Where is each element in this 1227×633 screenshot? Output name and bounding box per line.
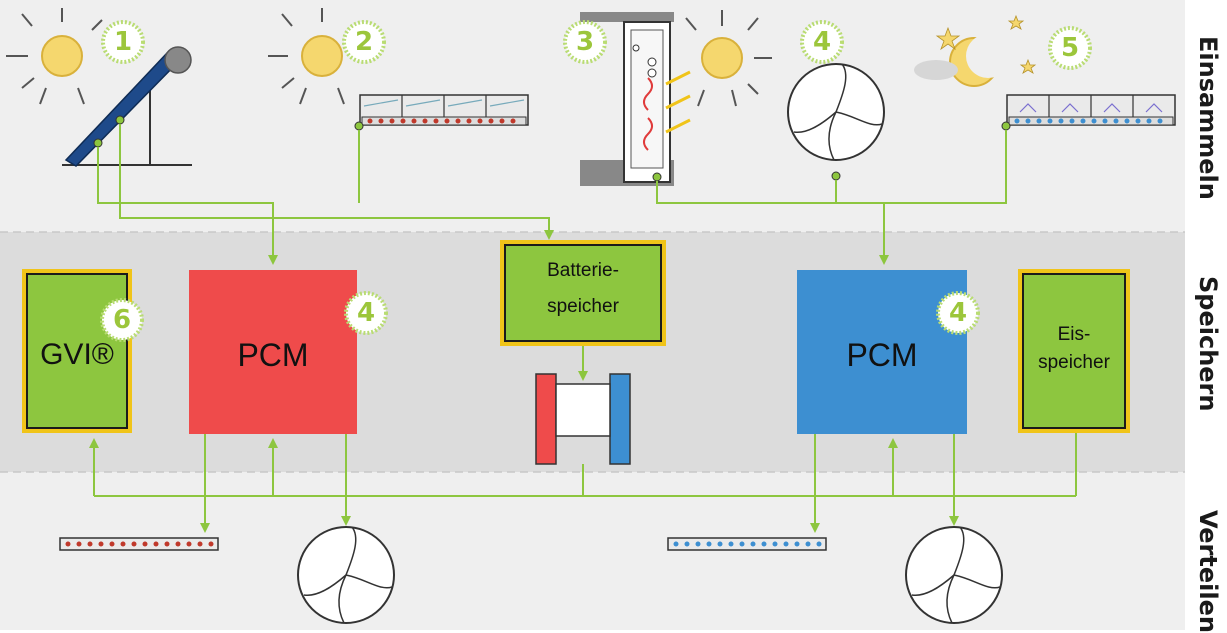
facade-element-icon	[580, 12, 691, 186]
badge-2: 2	[354, 27, 374, 57]
fan-icon	[297, 526, 395, 624]
distribution-lines	[89, 433, 1077, 533]
flat-collector-icon	[354, 94, 529, 131]
badge-circle	[100, 298, 144, 342]
band-label-store: Speichern	[1194, 276, 1222, 412]
badge-4-pcm-cold: 4	[948, 298, 968, 328]
gvi-box	[22, 269, 132, 433]
ice-label-line2: speicher	[1038, 352, 1110, 373]
pcm-hot-label: PCM	[237, 336, 309, 373]
badge-circle	[101, 20, 145, 64]
floor-cooling-cold-icon	[667, 537, 827, 551]
badge-4: 4	[812, 27, 832, 57]
pcm-hot-box	[189, 270, 357, 434]
night-collector-icon	[1001, 94, 1176, 131]
badge-1: 1	[113, 27, 133, 57]
battery-label-line1: Batterie-	[547, 260, 619, 281]
ice-label-line1: Eis-	[1057, 324, 1091, 345]
fan-icon	[787, 63, 885, 181]
badge-6: 6	[112, 305, 132, 335]
pcm-cold-label: PCM	[846, 336, 918, 373]
battery-box	[500, 240, 666, 346]
badge-circle	[342, 20, 386, 64]
sun-icon	[268, 8, 345, 105]
badge-circle	[344, 291, 388, 335]
sun-icon	[685, 10, 772, 107]
sun-icon	[6, 8, 103, 105]
star-icon	[914, 14, 1037, 80]
ice-storage-box	[1018, 269, 1130, 433]
badge-circle	[800, 20, 844, 64]
battery-label-line2: speicher	[547, 296, 619, 317]
floor-heating-hot-icon	[59, 537, 219, 551]
badge-circle	[1048, 26, 1092, 70]
band-label-collect: Einsammeln	[1194, 36, 1222, 200]
badge-3: 3	[575, 27, 595, 57]
badge-5: 5	[1060, 33, 1080, 63]
pcm-cold-box	[797, 270, 967, 434]
connector-lines	[97, 124, 1007, 265]
band-label-distribute: Verteilen	[1194, 510, 1222, 633]
badge-4-pcm-hot: 4	[356, 298, 376, 328]
badge-circle	[936, 291, 980, 335]
moon-icon	[949, 34, 1010, 87]
fan-icon	[905, 526, 1003, 624]
gvi-label: GVI®	[40, 338, 114, 371]
heat-exchanger-icon	[535, 346, 631, 465]
badge-circle	[563, 20, 607, 64]
